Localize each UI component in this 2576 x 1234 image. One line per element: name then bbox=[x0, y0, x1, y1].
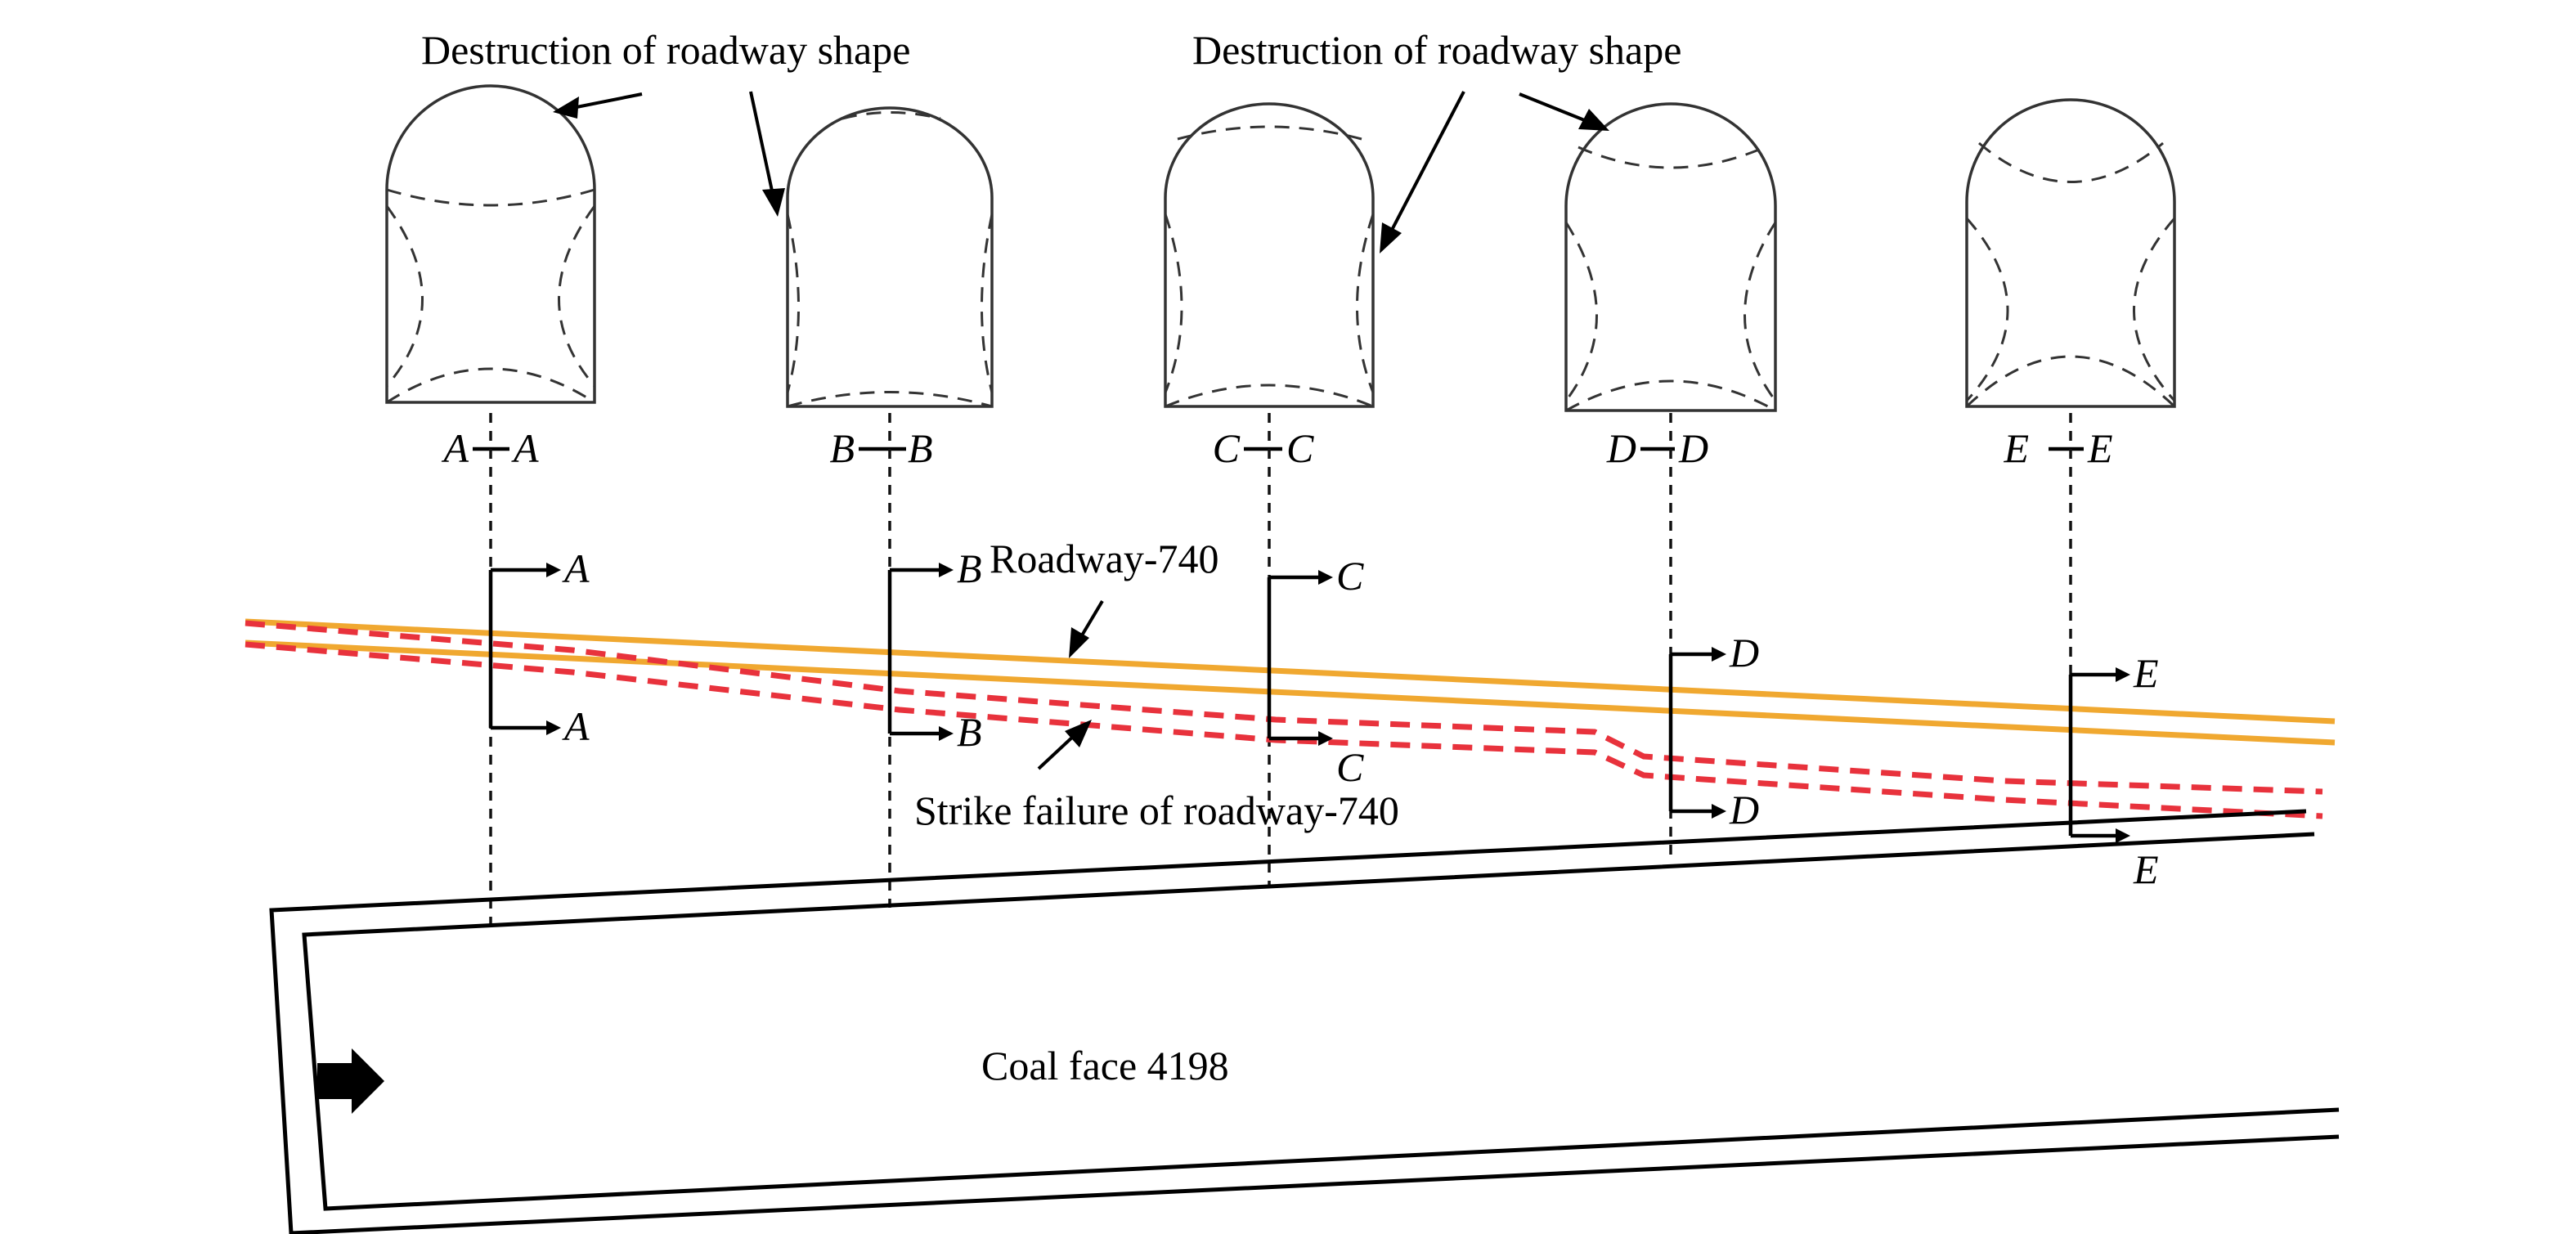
profile-title-d: D D bbox=[1606, 425, 1708, 471]
coal-face-label: Coal face 4198 bbox=[981, 1043, 1229, 1088]
profile-a bbox=[385, 84, 596, 404]
profile-title-c-right: C bbox=[1286, 425, 1314, 471]
marker-label-d-top: D bbox=[1729, 630, 1759, 675]
destruction-label-left: Destruction of roadway shape bbox=[421, 27, 910, 73]
section-marker-e bbox=[2068, 667, 2130, 843]
marker-label-a-bottom: A bbox=[562, 703, 590, 749]
section-marker-d bbox=[1668, 647, 1726, 819]
annotation-arrows bbox=[553, 91, 1609, 770]
profile-title-b-right: B bbox=[908, 425, 933, 471]
profile-e bbox=[1965, 98, 2176, 408]
profile-title-e-right: E bbox=[2087, 425, 2113, 471]
profile-title-c-left: C bbox=[1213, 425, 1241, 471]
marker-label-d-bottom: D bbox=[1729, 787, 1759, 832]
marker-label-e-top: E bbox=[2133, 650, 2159, 696]
coal-face-outline bbox=[269, 809, 2340, 1234]
marker-label-e-bottom: E bbox=[2133, 846, 2159, 892]
profile-title-b-left: B bbox=[829, 425, 855, 471]
strike-failure-label: Strike failure of roadway-740 bbox=[914, 788, 1399, 833]
marker-label-b-bottom: B bbox=[957, 709, 982, 755]
profile-title-c: C C bbox=[1213, 425, 1314, 471]
profile-title-a: A A bbox=[441, 425, 539, 471]
profile-b bbox=[786, 106, 994, 408]
marker-label-b-top: B bbox=[957, 545, 982, 591]
destruction-label-right: Destruction of roadway shape bbox=[1192, 27, 1681, 73]
strike-failure-line-lower bbox=[245, 641, 2323, 819]
roadway-740-lines bbox=[245, 618, 2336, 746]
section-marker-b bbox=[887, 563, 954, 741]
roadway-740-label: Roadway-740 bbox=[990, 536, 1219, 581]
profile-title-a-left: A bbox=[441, 425, 469, 471]
profile-title-a-right: A bbox=[511, 425, 539, 471]
marker-label-c-top: C bbox=[1336, 553, 1364, 599]
section-marker-c bbox=[1267, 570, 1333, 746]
marker-label-c-bottom: C bbox=[1336, 744, 1364, 790]
profile-title-e: E E bbox=[2003, 425, 2112, 471]
profile-title-d-left: D bbox=[1606, 425, 1636, 471]
profile-title-d-right: D bbox=[1678, 425, 1708, 471]
right-arrow-icon bbox=[317, 1048, 384, 1114]
marker-label-a-top: A bbox=[562, 545, 590, 591]
profile-title-b: B B bbox=[829, 425, 932, 471]
profile-title-e-left: E bbox=[2003, 425, 2029, 471]
profile-c bbox=[1164, 102, 1375, 408]
strike-failure-line bbox=[245, 620, 2323, 795]
profile-d bbox=[1564, 102, 1777, 412]
section-marker-a bbox=[488, 563, 561, 735]
